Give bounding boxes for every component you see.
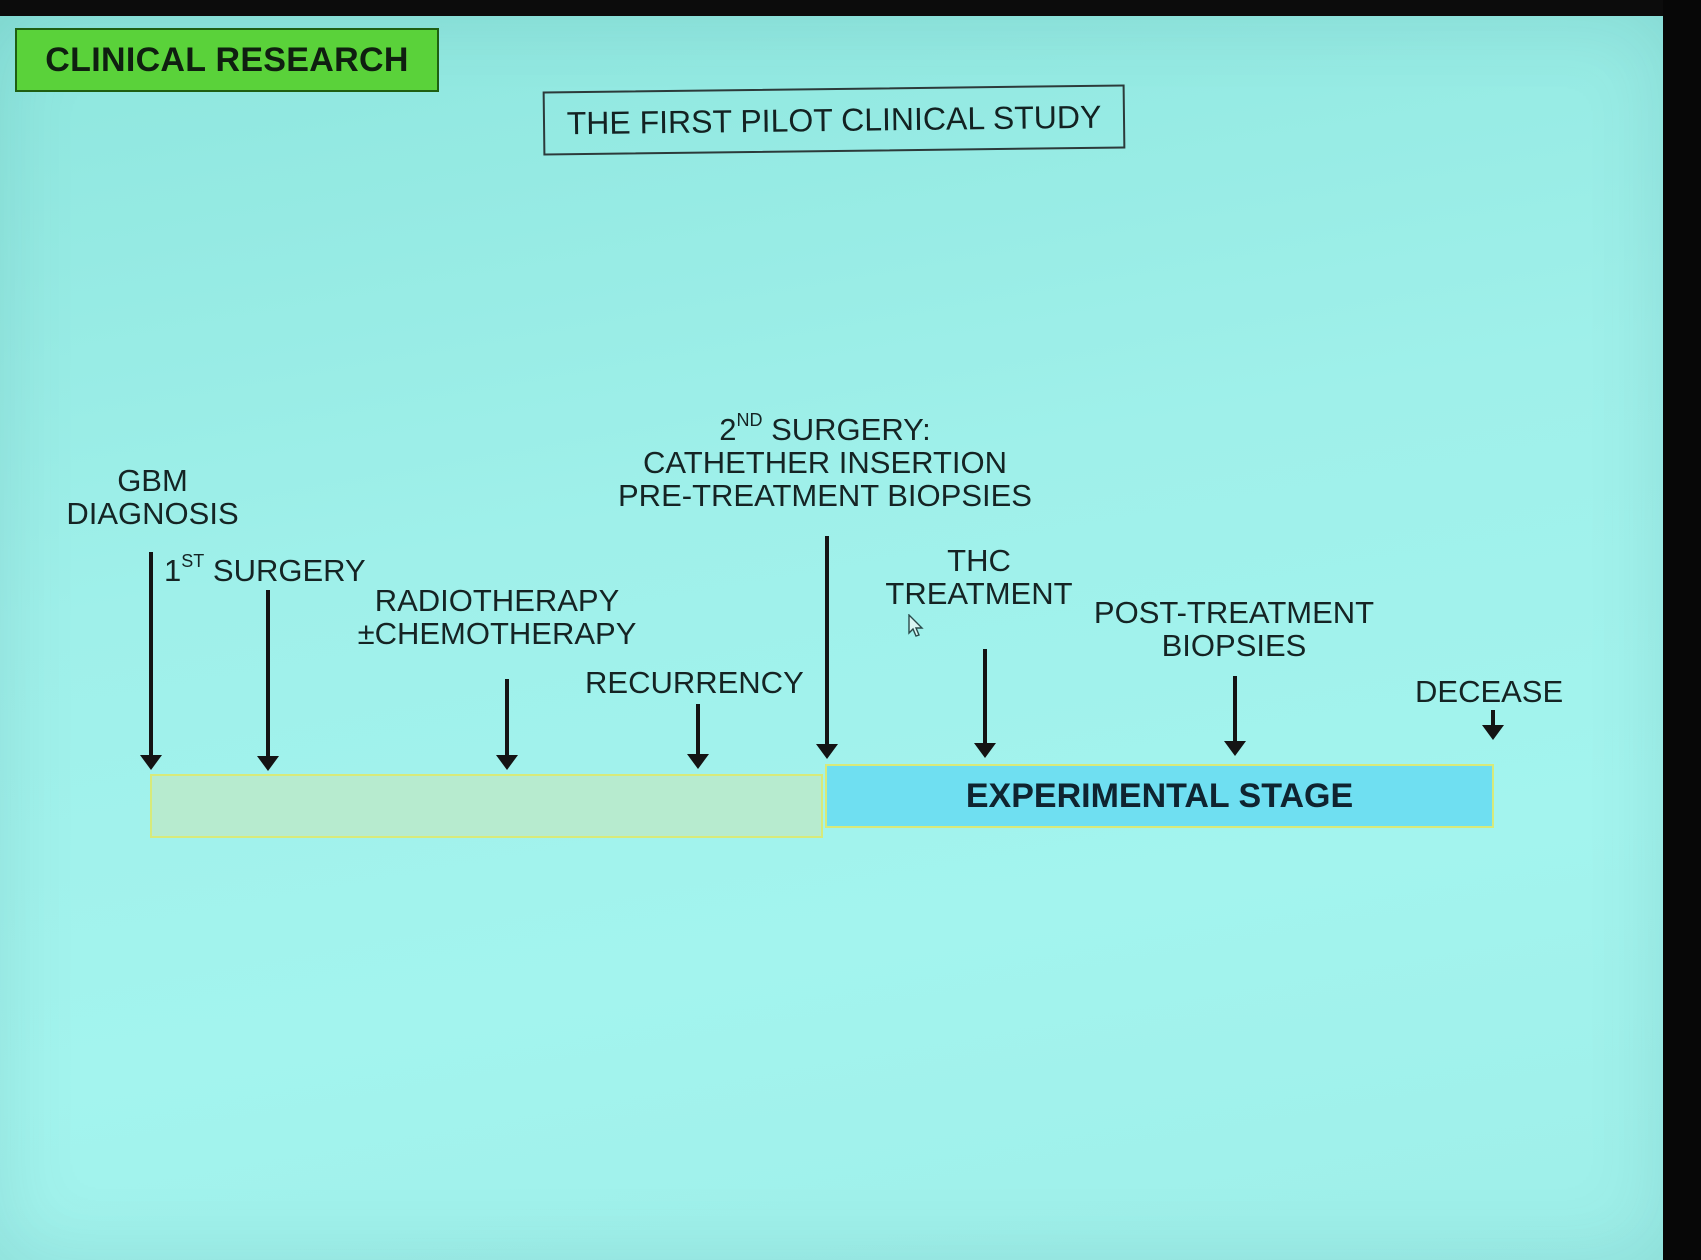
label-surg2-line3: PRE-TREATMENT BIOPSIES bbox=[618, 478, 1032, 513]
label-decease: DECEASE bbox=[1415, 674, 1564, 709]
arrow-second-surgery bbox=[816, 536, 838, 759]
label-post-treatment-biopsies: POST-TREATMENT BIOPSIES bbox=[1088, 596, 1380, 662]
mouse-pointer-icon bbox=[908, 614, 924, 637]
arrow-recurrency bbox=[687, 704, 709, 769]
screen-edge bbox=[1663, 0, 1701, 1260]
slide-title: THE FIRST PILOT CLINICAL STUDY bbox=[542, 84, 1126, 156]
category-tag: CLINICAL RESEARCH bbox=[15, 28, 439, 92]
arrow-thc-treatment bbox=[974, 649, 996, 758]
label-thc-line1: THC bbox=[947, 543, 1011, 578]
arrow-decease bbox=[1482, 710, 1504, 740]
label-surg2-line1: 2ND SURGERY: bbox=[600, 404, 1050, 446]
surg1-superscript: ST bbox=[181, 551, 205, 571]
timeline-bar-history bbox=[150, 774, 823, 838]
surg2-word: SURGERY: bbox=[771, 412, 931, 447]
slide: CLINICAL RESEARCH THE FIRST PILOT CLINIC… bbox=[0, 16, 1663, 1260]
label-radio-line1: RADIOTHERAPY bbox=[374, 583, 620, 618]
surg2-number: 2 bbox=[719, 412, 737, 447]
label-radio-line2: ±CHEMOTHERAPY bbox=[357, 616, 637, 651]
surg2-superscript: ND bbox=[736, 410, 763, 430]
arrow-gbm-diagnosis bbox=[140, 552, 162, 770]
label-first-surgery: 1ST SURGERY bbox=[164, 545, 366, 587]
label-thc-treatment: THC TREATMENT bbox=[884, 544, 1074, 610]
timeline-bar-experimental: EXPERIMENTAL STAGE bbox=[825, 764, 1494, 828]
arrow-post-treatment-biopsies bbox=[1224, 676, 1246, 756]
label-recurrency: RECURRENCY bbox=[585, 665, 804, 700]
label-second-surgery: 2ND SURGERY: CATHETHER INSERTION PRE-TRE… bbox=[600, 404, 1050, 512]
label-radiotherapy: RADIOTHERAPY ±CHEMOTHERAPY bbox=[352, 584, 642, 650]
arrow-radiotherapy bbox=[496, 679, 518, 770]
label-gbm-line2: DIAGNOSIS bbox=[66, 496, 239, 531]
label-thc-line2: TREATMENT bbox=[885, 576, 1073, 611]
label-gbm-line1: GBM bbox=[117, 463, 188, 498]
label-gbm-diagnosis: GBM DIAGNOSIS bbox=[60, 464, 245, 530]
surg1-word: SURGERY bbox=[212, 553, 366, 588]
surg1-number: 1 bbox=[164, 553, 182, 588]
label-post-line1: POST-TREATMENT bbox=[1093, 595, 1375, 630]
label-post-line2: BIOPSIES bbox=[1161, 628, 1307, 663]
label-surg2-line2: CATHETHER INSERTION bbox=[643, 445, 1007, 480]
arrow-first-surgery bbox=[257, 590, 279, 771]
